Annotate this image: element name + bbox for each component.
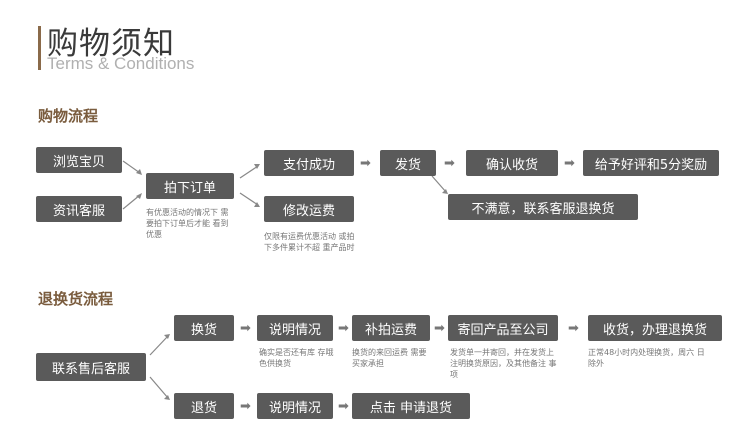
page-subtitle: Terms & Conditions (47, 54, 195, 73)
section-title-returns: 退换货流程 (38, 290, 114, 308)
step-contact-service: 联系售后客服 (36, 353, 146, 381)
note-modify-shipping: 仅限有运费优惠活动 或拍下多件累计不超 重产品时 (264, 232, 355, 252)
arrow-icon: ➡ (444, 156, 455, 171)
step-receive-process: 收货，办理退换货 (588, 315, 722, 341)
step-place-order: 拍下订单 (146, 173, 234, 199)
step-confirm-receipt: 确认收货 (466, 150, 558, 176)
step-modify-shipping: 修改运费 (264, 196, 354, 222)
note-pay-shipping: 换货的来回运费 需要买家承担 (352, 348, 427, 368)
step-refund: 退货 (174, 393, 234, 419)
page-title: 购物须知 (47, 26, 175, 62)
step-send-back: 寄回产品至公司 (448, 315, 558, 341)
section-title-purchase: 购物流程 (38, 107, 99, 125)
step-unsatisfied: 不满意，联系客服退换货 (448, 194, 638, 220)
step-explain-exchange: 说明情况 (257, 315, 333, 341)
arrow-icon: ➡ (564, 156, 575, 171)
step-pay-success: 支付成功 (264, 150, 354, 176)
header-accent-bar (38, 26, 41, 70)
step-pay-shipping: 补拍运费 (352, 315, 430, 341)
arrow-icon: ➡ (240, 321, 251, 336)
note-explain-exchange: 确实是否还有库 存哦色供换货 (259, 348, 334, 368)
arrow-icon: ➡ (360, 156, 371, 171)
note-place-order: 有优惠活动的情况下 需要拍下订单后才能 看到优惠 (146, 208, 229, 239)
note-send-back: 发货单一并寄回，并在发货上 注明换货原因，及其他备注 事项 (450, 348, 557, 379)
step-ship: 发货 (380, 150, 436, 176)
arrow-icon: ➡ (434, 321, 445, 336)
step-apply-refund: 点击 申请退货 (352, 393, 470, 419)
step-browse: 浏览宝贝 (36, 147, 122, 173)
arrow-icon: ➡ (568, 321, 579, 336)
step-review-reward: 给予好评和5分奖励 (583, 150, 719, 176)
step-consult: 资讯客服 (36, 196, 122, 222)
arrow-icon: ➡ (240, 399, 251, 414)
note-receive-process: 正常48小时内处理换货，周六 日除外 (588, 348, 705, 368)
arrow-icon: ➡ (338, 321, 349, 336)
step-explain-refund: 说明情况 (257, 393, 333, 419)
arrow-icon: ➡ (338, 399, 349, 414)
step-exchange: 换货 (174, 315, 234, 341)
